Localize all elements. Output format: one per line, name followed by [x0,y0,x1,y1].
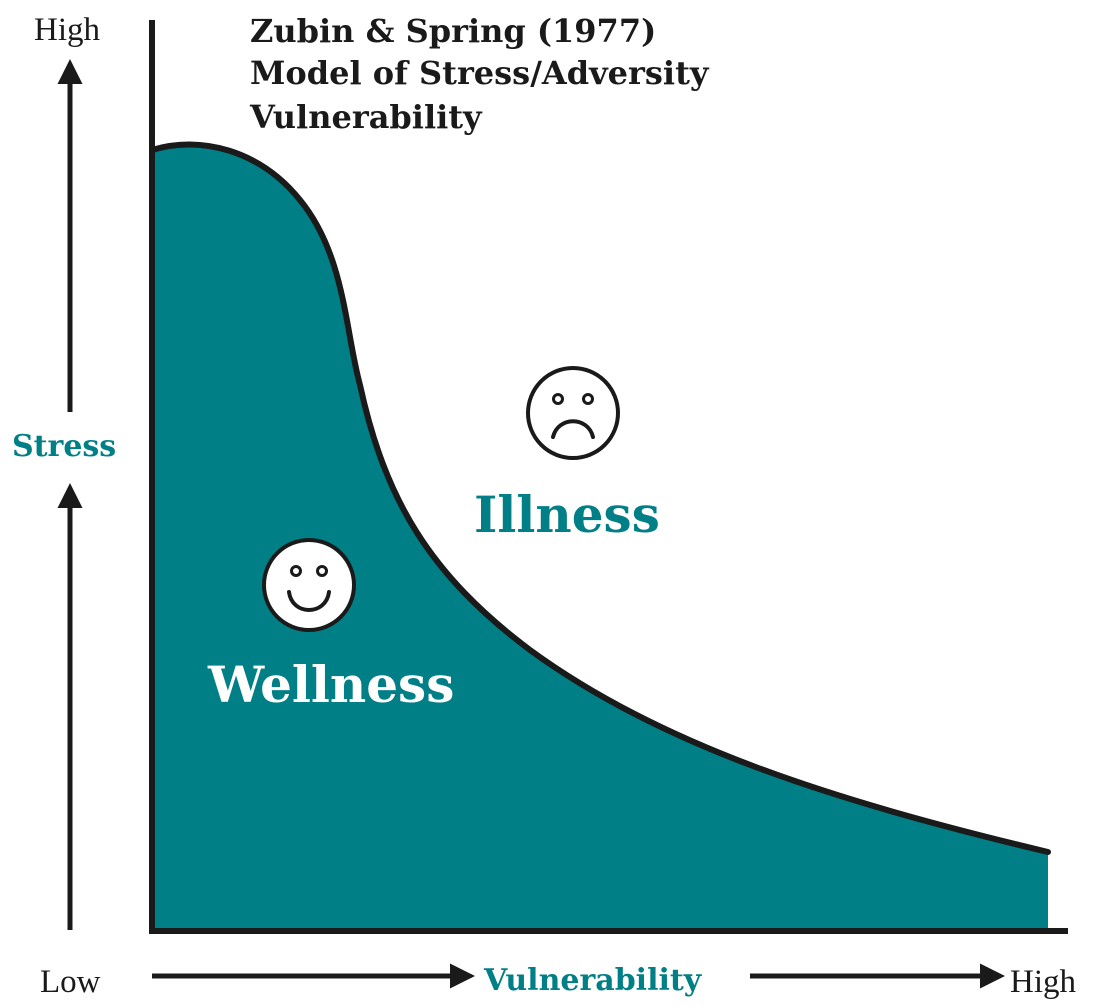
frowning-face-icon [526,366,620,460]
y-axis-high-label: High [34,12,101,48]
title-line-1: Zubin & Spring (1977) [250,12,656,50]
x-axis-label: Vulnerability [483,963,703,998]
wellness-region [152,144,1048,930]
y-axis-label: Stress [12,429,116,464]
illness-label: Illness [474,485,660,544]
title-line-2: Model of Stress/Adversity [250,54,710,92]
x-axis-low-label: Low [40,964,101,1000]
smiley-face-icon [262,538,356,632]
wellness-label: Wellness [207,655,454,714]
x-axis-high-label: High [1010,964,1077,1000]
vulnerability-threshold-curve [149,141,1051,855]
title-line-3: Vulnerability [249,98,483,136]
